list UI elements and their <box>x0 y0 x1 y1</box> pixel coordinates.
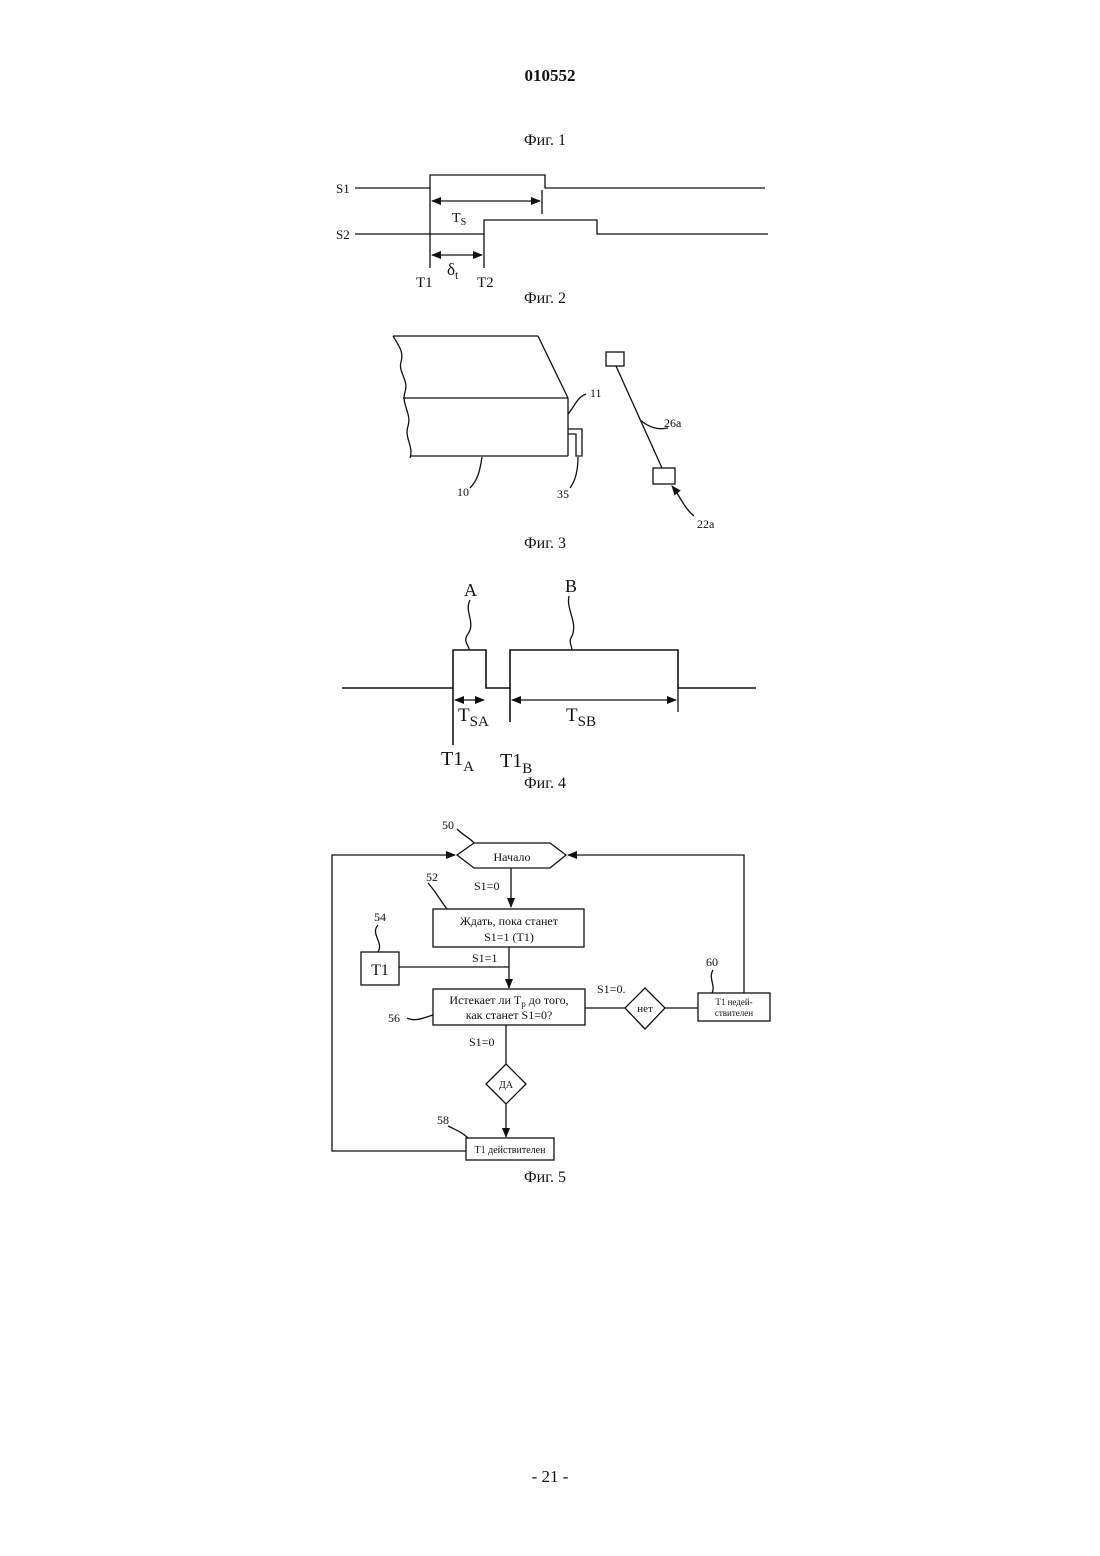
leader-22a <box>672 486 694 516</box>
leader-56 <box>407 1015 433 1020</box>
wait-text-line2: S1=1 (T1) <box>484 930 534 944</box>
sensor-22a-block <box>653 468 675 484</box>
leader-11 <box>568 394 586 414</box>
ref-11: 11 <box>590 386 602 400</box>
ref-50: 50 <box>442 818 454 832</box>
t1a-label: T1A <box>441 748 474 775</box>
ref-22a: 22a <box>697 517 715 531</box>
no-label: нет <box>637 1003 653 1015</box>
leader-b <box>569 596 574 650</box>
leader-a <box>466 600 471 650</box>
tsb-label: TSB <box>566 705 596 730</box>
leader-10 <box>470 457 482 488</box>
loop-valid-to-start <box>332 855 466 1151</box>
ref-56: 56 <box>388 1011 400 1025</box>
s1-signal <box>355 175 765 188</box>
leader-35 <box>570 457 578 488</box>
fig2-timing-diagram: S1 S2 TS δt T1 T2 <box>336 175 768 291</box>
s2-label: S2 <box>336 227 350 242</box>
leader-52 <box>428 883 447 909</box>
ts-label: TS <box>452 211 466 228</box>
ref-54: 54 <box>374 910 386 924</box>
cond-s1-1: S1=1 <box>472 951 497 965</box>
label-a: A <box>464 580 477 600</box>
s1-label: S1 <box>336 181 350 196</box>
ref-58: 58 <box>437 1113 449 1127</box>
leader-50 <box>457 829 474 843</box>
ref-26a: 26a <box>664 416 682 430</box>
ref-10: 10 <box>457 485 469 499</box>
loop-invalid-to-start <box>568 855 744 993</box>
leader-60 <box>711 970 713 993</box>
wait-text-line1: Ждать, пока станет <box>460 914 559 928</box>
ref-52: 52 <box>426 870 438 884</box>
housing-slope-edge <box>538 336 568 398</box>
fig5-flowchart: Начало 50 S1=0 Ждать, пока станет S1=1 (… <box>332 818 770 1160</box>
fig4-pulse-diagram: A B TSA TSB T1A T1B <box>342 576 756 777</box>
s2-signal <box>355 220 768 234</box>
t2-label: T2 <box>477 275 494 291</box>
tsa-label: TSA <box>458 705 489 730</box>
delta-t-label: δt <box>447 260 459 282</box>
ref-35: 35 <box>557 487 569 501</box>
invalid-text-line1: T1 недей- <box>715 997 752 1007</box>
page-number: - 21 - <box>0 1467 1100 1487</box>
cond-s1-0-down: S1=0 <box>469 1035 494 1049</box>
ref-60: 60 <box>706 955 718 969</box>
sensor-top-block <box>606 352 624 366</box>
pulse-signal-line <box>342 650 756 688</box>
check-text-line1: Истекает ли Tp до того, <box>449 993 568 1009</box>
t1b-label: T1B <box>500 750 532 777</box>
housing-broken-edge <box>393 336 411 458</box>
t1-label: T1 <box>416 275 433 291</box>
cond-s1-0-top: S1=0 <box>474 879 499 893</box>
cond-s1-0-right: S1=0. <box>597 982 625 996</box>
check-text-line2: как станет S1=0? <box>466 1008 553 1022</box>
label-b: B <box>565 576 577 596</box>
yes-label: ДА <box>499 1080 514 1091</box>
leader-58 <box>448 1126 468 1138</box>
invalid-text-line2: ствителен <box>715 1008 753 1018</box>
valid-text: T1 действителен <box>475 1145 547 1156</box>
t1-box-label: T1 <box>371 962 389 979</box>
start-label: Начало <box>494 850 531 864</box>
cable-26a <box>616 366 662 468</box>
part-35-bracket <box>568 429 582 456</box>
leader-54 <box>375 925 379 952</box>
fig3-housing-drawing: 11 10 35 26a 22a <box>393 336 715 531</box>
